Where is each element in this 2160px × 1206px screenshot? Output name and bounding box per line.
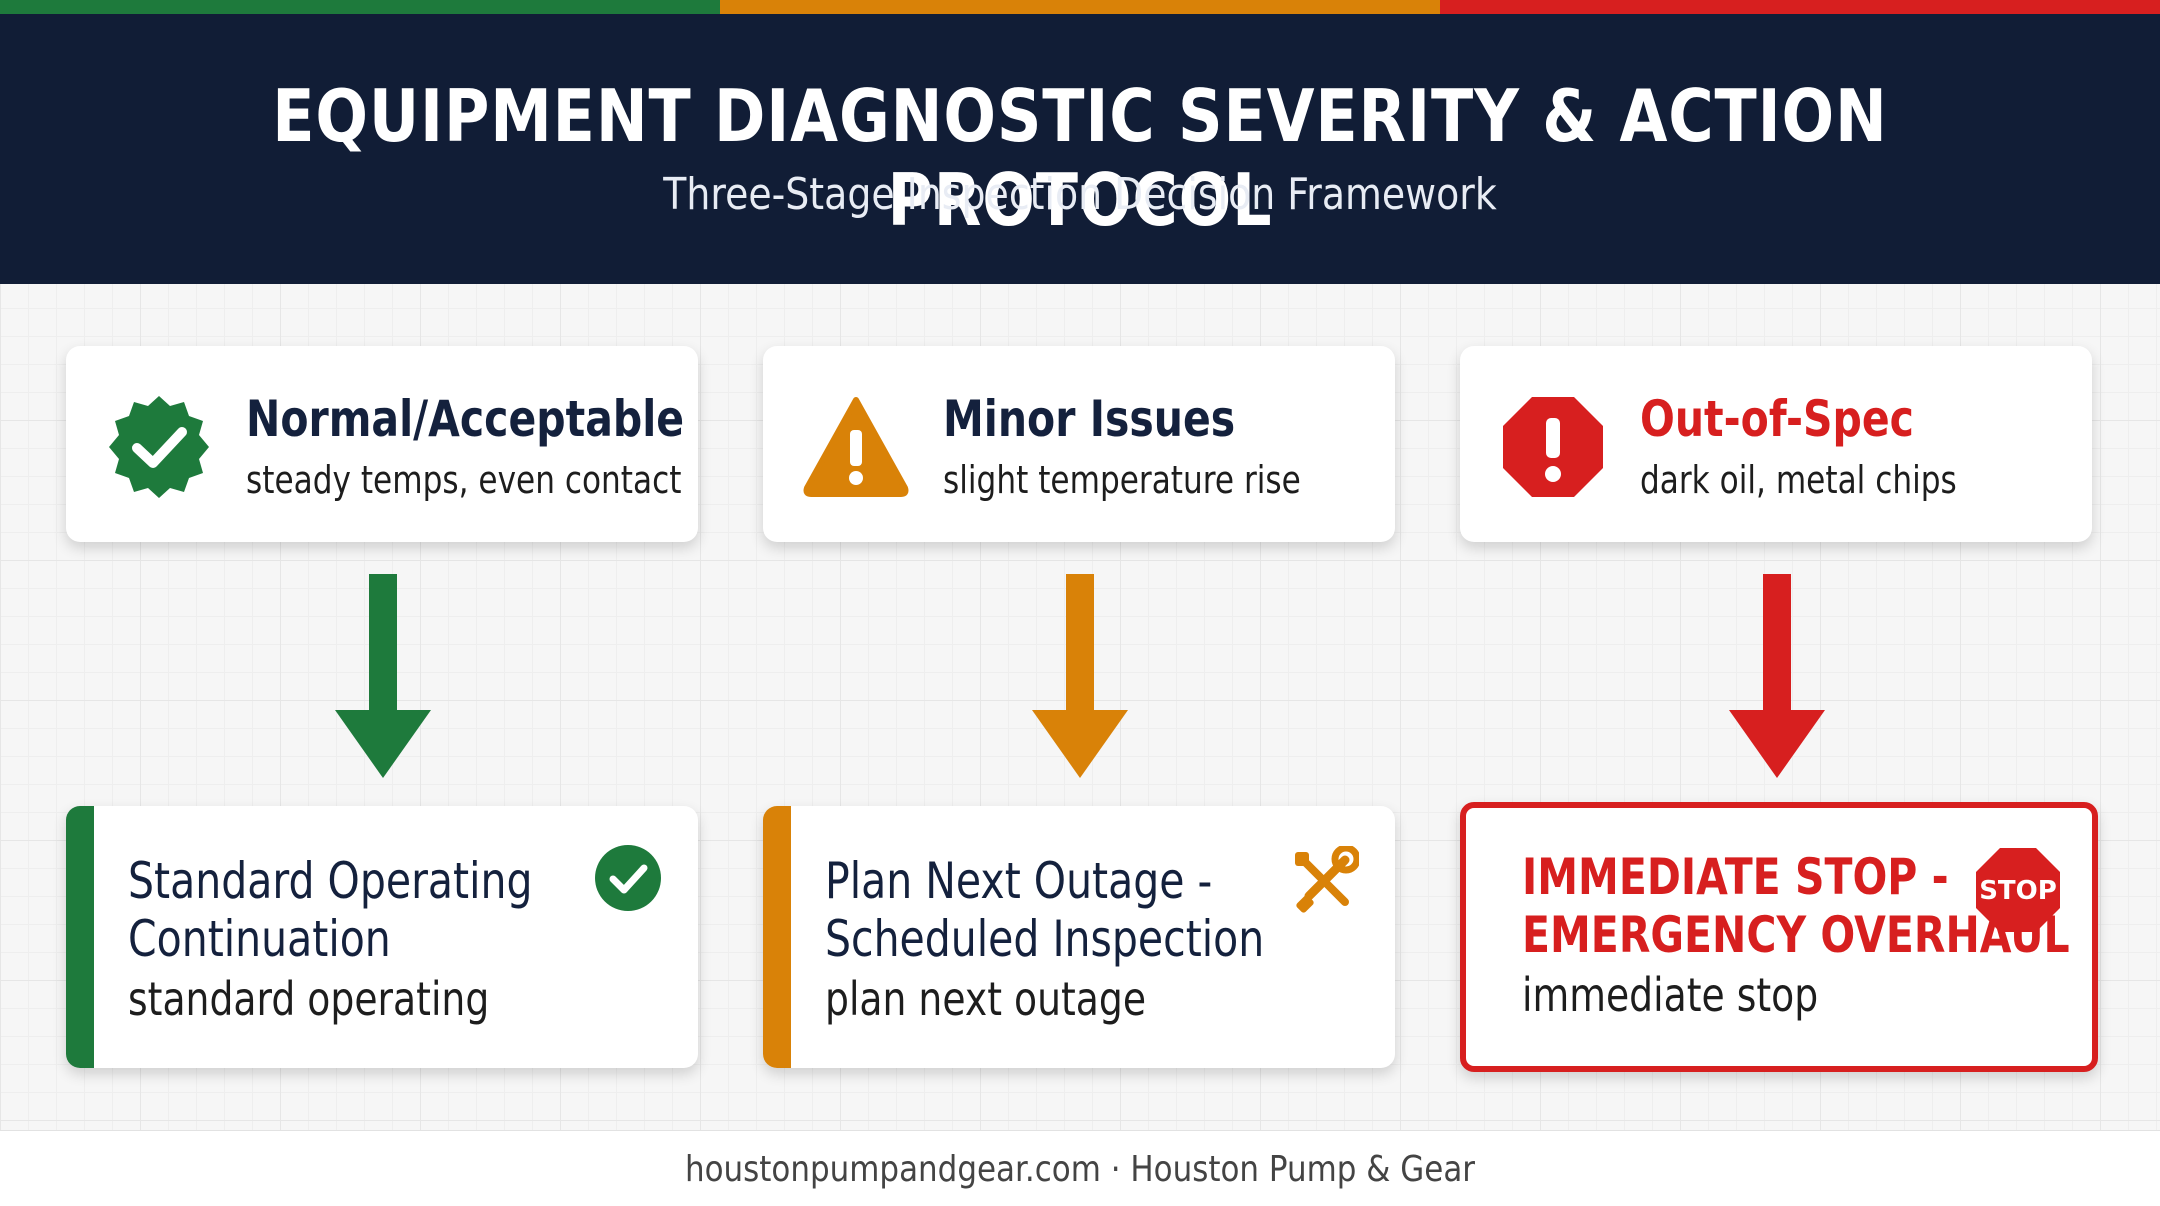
page-subtitle: Three-Stage Inspection Decision Framewor… bbox=[663, 169, 1497, 220]
warning-triangle-icon bbox=[803, 397, 909, 497]
header-banner: EQUIPMENT DIAGNOSTIC SEVERITY & ACTION P… bbox=[0, 14, 2160, 284]
tools-icon bbox=[1295, 846, 1359, 913]
condition-detail: dark oil, metal chips bbox=[1640, 458, 1957, 502]
action-title-line1: Standard Operating bbox=[128, 852, 533, 910]
action-title-line1: Plan Next Outage - bbox=[825, 852, 1213, 910]
condition-card-out-of-spec: Out-of-Spec dark oil, metal chips bbox=[1460, 346, 2092, 542]
action-card-standard: Standard Operating Continuation standard… bbox=[66, 806, 698, 1068]
page-title: EQUIPMENT DIAGNOSTIC SEVERITY & ACTION P… bbox=[272, 74, 1888, 242]
check-badge-icon bbox=[109, 396, 209, 498]
accent-bar bbox=[763, 806, 791, 1068]
action-title-line2: Scheduled Inspection bbox=[825, 910, 1265, 968]
condition-detail: steady temps, even contact bbox=[246, 458, 682, 502]
footer: houstonpumpandgear.com · Houston Pump & … bbox=[0, 1130, 2160, 1206]
action-title-line2: EMERGENCY OVERHAUL bbox=[1522, 906, 2070, 964]
action-detail: standard operating bbox=[128, 972, 490, 1026]
action-title-line1: IMMEDIATE STOP - bbox=[1522, 848, 1949, 906]
action-detail: immediate stop bbox=[1522, 968, 1819, 1022]
condition-title: Out-of-Spec bbox=[1640, 390, 1914, 448]
stop-sign-label: STOP bbox=[1979, 876, 2057, 906]
top-color-stripe bbox=[0, 0, 2160, 14]
condition-title: Normal/Acceptable bbox=[246, 390, 685, 448]
action-title-line2: Continuation bbox=[128, 910, 391, 968]
stop-sign-icon: STOP bbox=[1976, 848, 2060, 932]
check-circle-icon bbox=[595, 845, 661, 911]
footer-text: houstonpumpandgear.com · Houston Pump & … bbox=[684, 1149, 1476, 1190]
condition-card-minor: Minor Issues slight temperature rise bbox=[763, 346, 1395, 542]
accent-bar bbox=[66, 806, 94, 1068]
condition-card-normal: Normal/Acceptable steady temps, even con… bbox=[66, 346, 698, 542]
down-arrow-green-icon bbox=[335, 574, 431, 778]
action-card-emergency: IMMEDIATE STOP - EMERGENCY OVERHAUL imme… bbox=[1460, 802, 2098, 1072]
condition-detail: slight temperature rise bbox=[943, 458, 1301, 502]
action-detail: plan next outage bbox=[825, 972, 1147, 1026]
alert-octagon-icon bbox=[1503, 397, 1603, 497]
action-card-scheduled: Plan Next Outage - Scheduled Inspection … bbox=[763, 806, 1395, 1068]
down-arrow-red-icon bbox=[1729, 574, 1825, 778]
down-arrow-orange-icon bbox=[1032, 574, 1128, 778]
condition-title: Minor Issues bbox=[943, 390, 1236, 448]
